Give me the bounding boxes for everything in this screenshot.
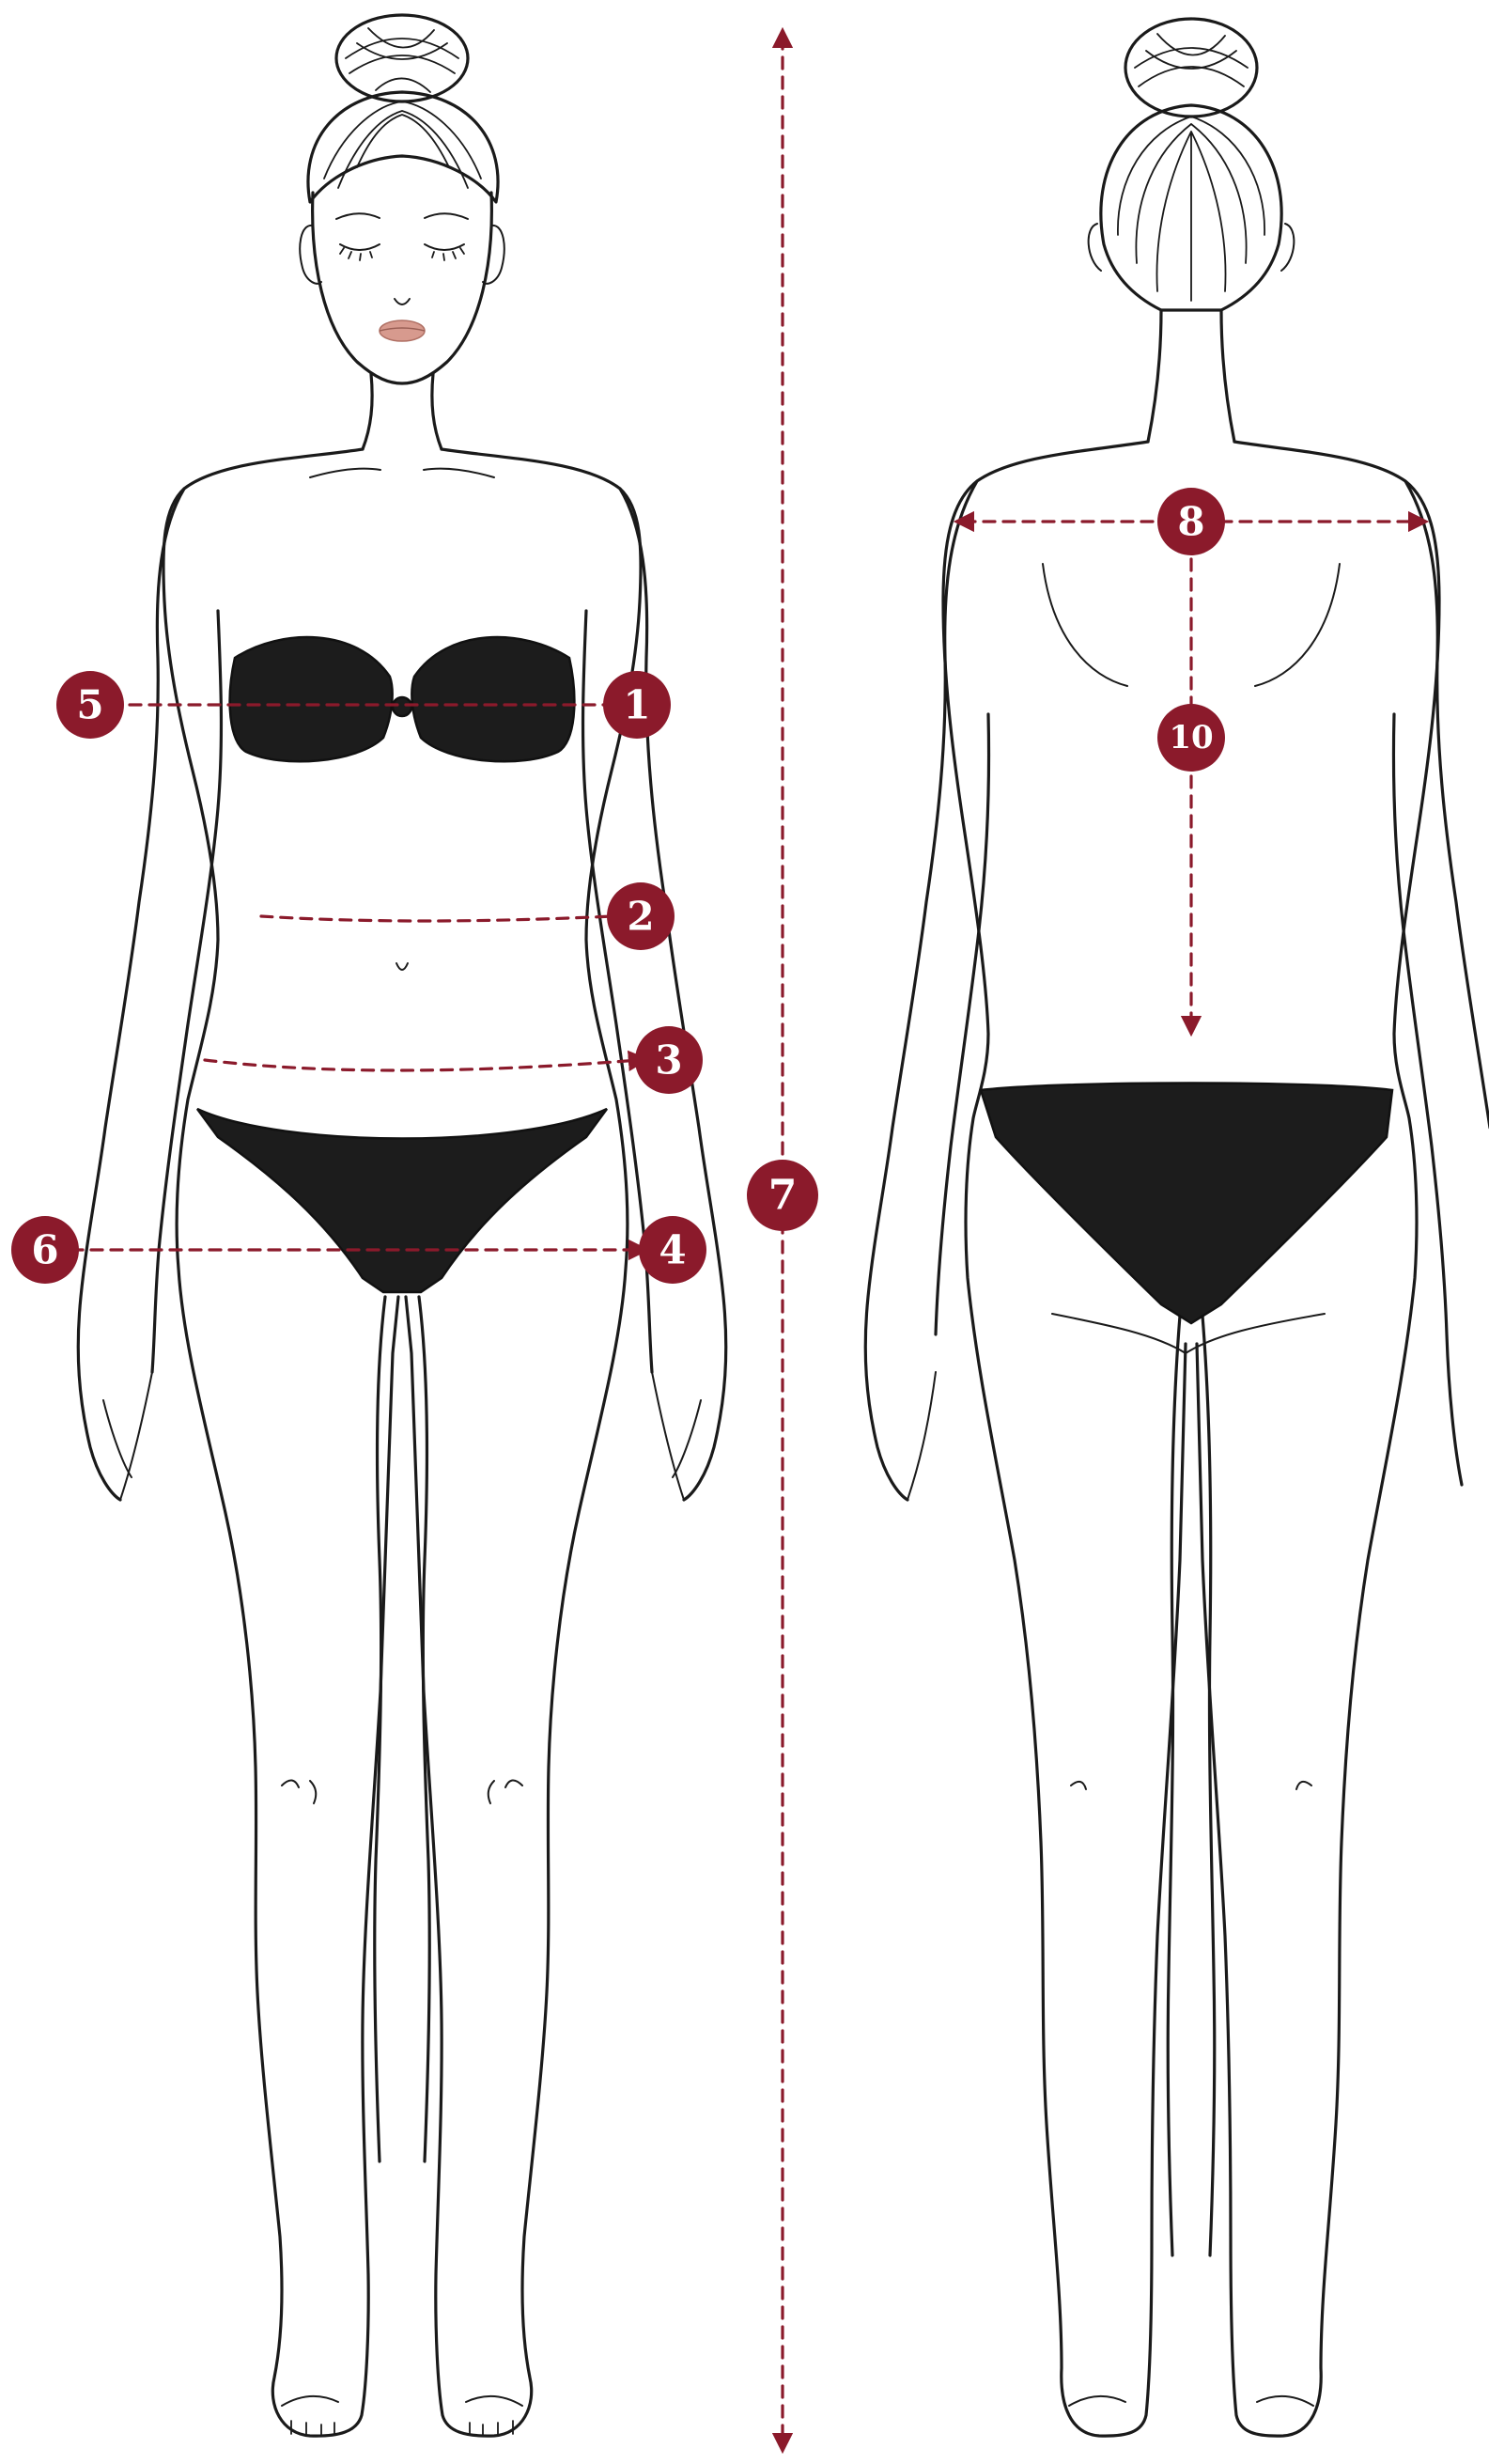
front-hair-bun [336,15,468,101]
marker-1[interactable]: 1 [603,671,671,739]
marker-4-label: 4 [659,1227,686,1273]
marker-10[interactable]: 10 [1157,704,1225,772]
lips [380,320,425,341]
marker-7-label: 7 [768,1172,798,1220]
front-face [300,193,504,383]
marker-6[interactable]: 6 [11,1216,79,1284]
front-figure [78,15,726,2436]
marker-5[interactable]: 5 [56,671,124,739]
marker-3-label: 3 [655,1037,682,1084]
marker-5-label: 5 [76,682,103,728]
back-figure [865,19,1489,2436]
back-hair [1089,105,1295,310]
marker-8-label: 8 [1177,499,1204,545]
marker-1-label: 1 [623,682,650,728]
measure-line-waist [261,916,613,921]
marker-10-label: 10 [1169,719,1213,756]
marker-2-label: 2 [627,894,654,940]
front-briefs [197,1109,607,1292]
marker-8[interactable]: 8 [1157,488,1225,555]
marker-6-label: 6 [31,1227,58,1273]
front-hair [308,92,498,202]
measure-line-high-hip [205,1060,639,1070]
marker-7[interactable]: 7 [747,1160,818,1231]
front-bra [230,637,575,761]
marker-4[interactable]: 4 [639,1216,706,1284]
marker-2[interactable]: 2 [607,882,675,950]
back-briefs [981,1084,1392,1324]
back-hair-bun [1125,19,1257,117]
marker-3[interactable]: 3 [635,1026,703,1094]
